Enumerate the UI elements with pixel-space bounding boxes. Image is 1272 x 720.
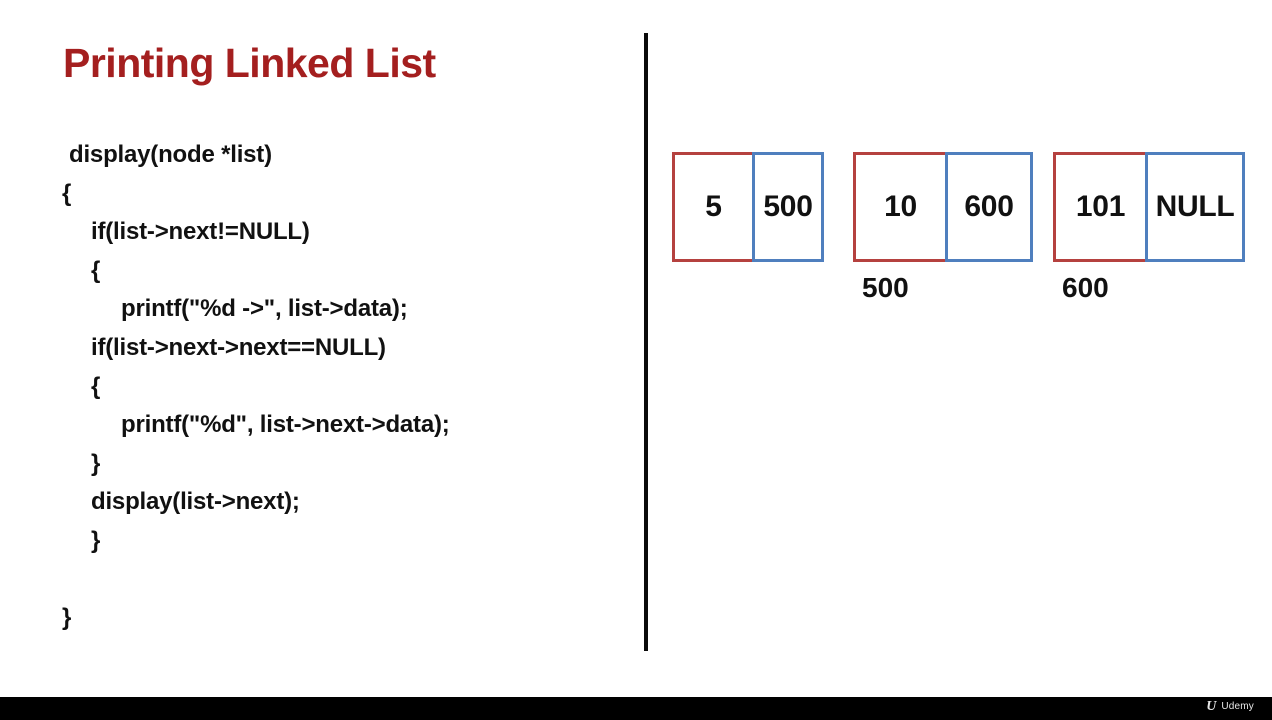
node-next-cell: NULL [1145, 152, 1245, 262]
udemy-logo: U Udemy [1206, 700, 1254, 714]
code-line: if(list->next->next==NULL) [91, 333, 386, 361]
code-line [60, 561, 600, 600]
code-line: display(list->next); [91, 488, 300, 516]
node-next-cell: 500 [752, 152, 824, 262]
vertical-divider [644, 33, 648, 651]
bottom-bar: U Udemy [0, 697, 1272, 720]
page-title: Printing Linked List [63, 40, 436, 86]
code-line: { [91, 372, 101, 400]
udemy-mark-icon: U [1206, 699, 1217, 714]
slide-canvas: Printing Linked List display(node *list)… [60, 33, 1245, 651]
code-listing: display(node *list) { if(list->next!=NULL)… [60, 136, 600, 638]
node-address-label: 600 [1062, 272, 1109, 303]
node-data-cell: 10 [853, 152, 945, 262]
code-line: if(list->next!=NULL) [91, 218, 310, 246]
code-line: printf("%d", list->next->data); [121, 411, 450, 439]
code-line: } [62, 604, 72, 632]
node-data-cell: 5 [672, 152, 752, 262]
node-data-cell: 101 [1053, 152, 1145, 262]
code-line: printf("%d ->", list->data); [121, 295, 408, 323]
udemy-wordmark: Udemy [1221, 701, 1254, 712]
node-next-cell: 600 [945, 152, 1033, 262]
code-line: } [91, 449, 101, 477]
node-address-label: 500 [862, 272, 909, 303]
code-line: { [62, 179, 72, 207]
code-line: } [91, 526, 101, 554]
code-line: { [91, 256, 101, 284]
code-line: display(node *list) [69, 141, 272, 168]
